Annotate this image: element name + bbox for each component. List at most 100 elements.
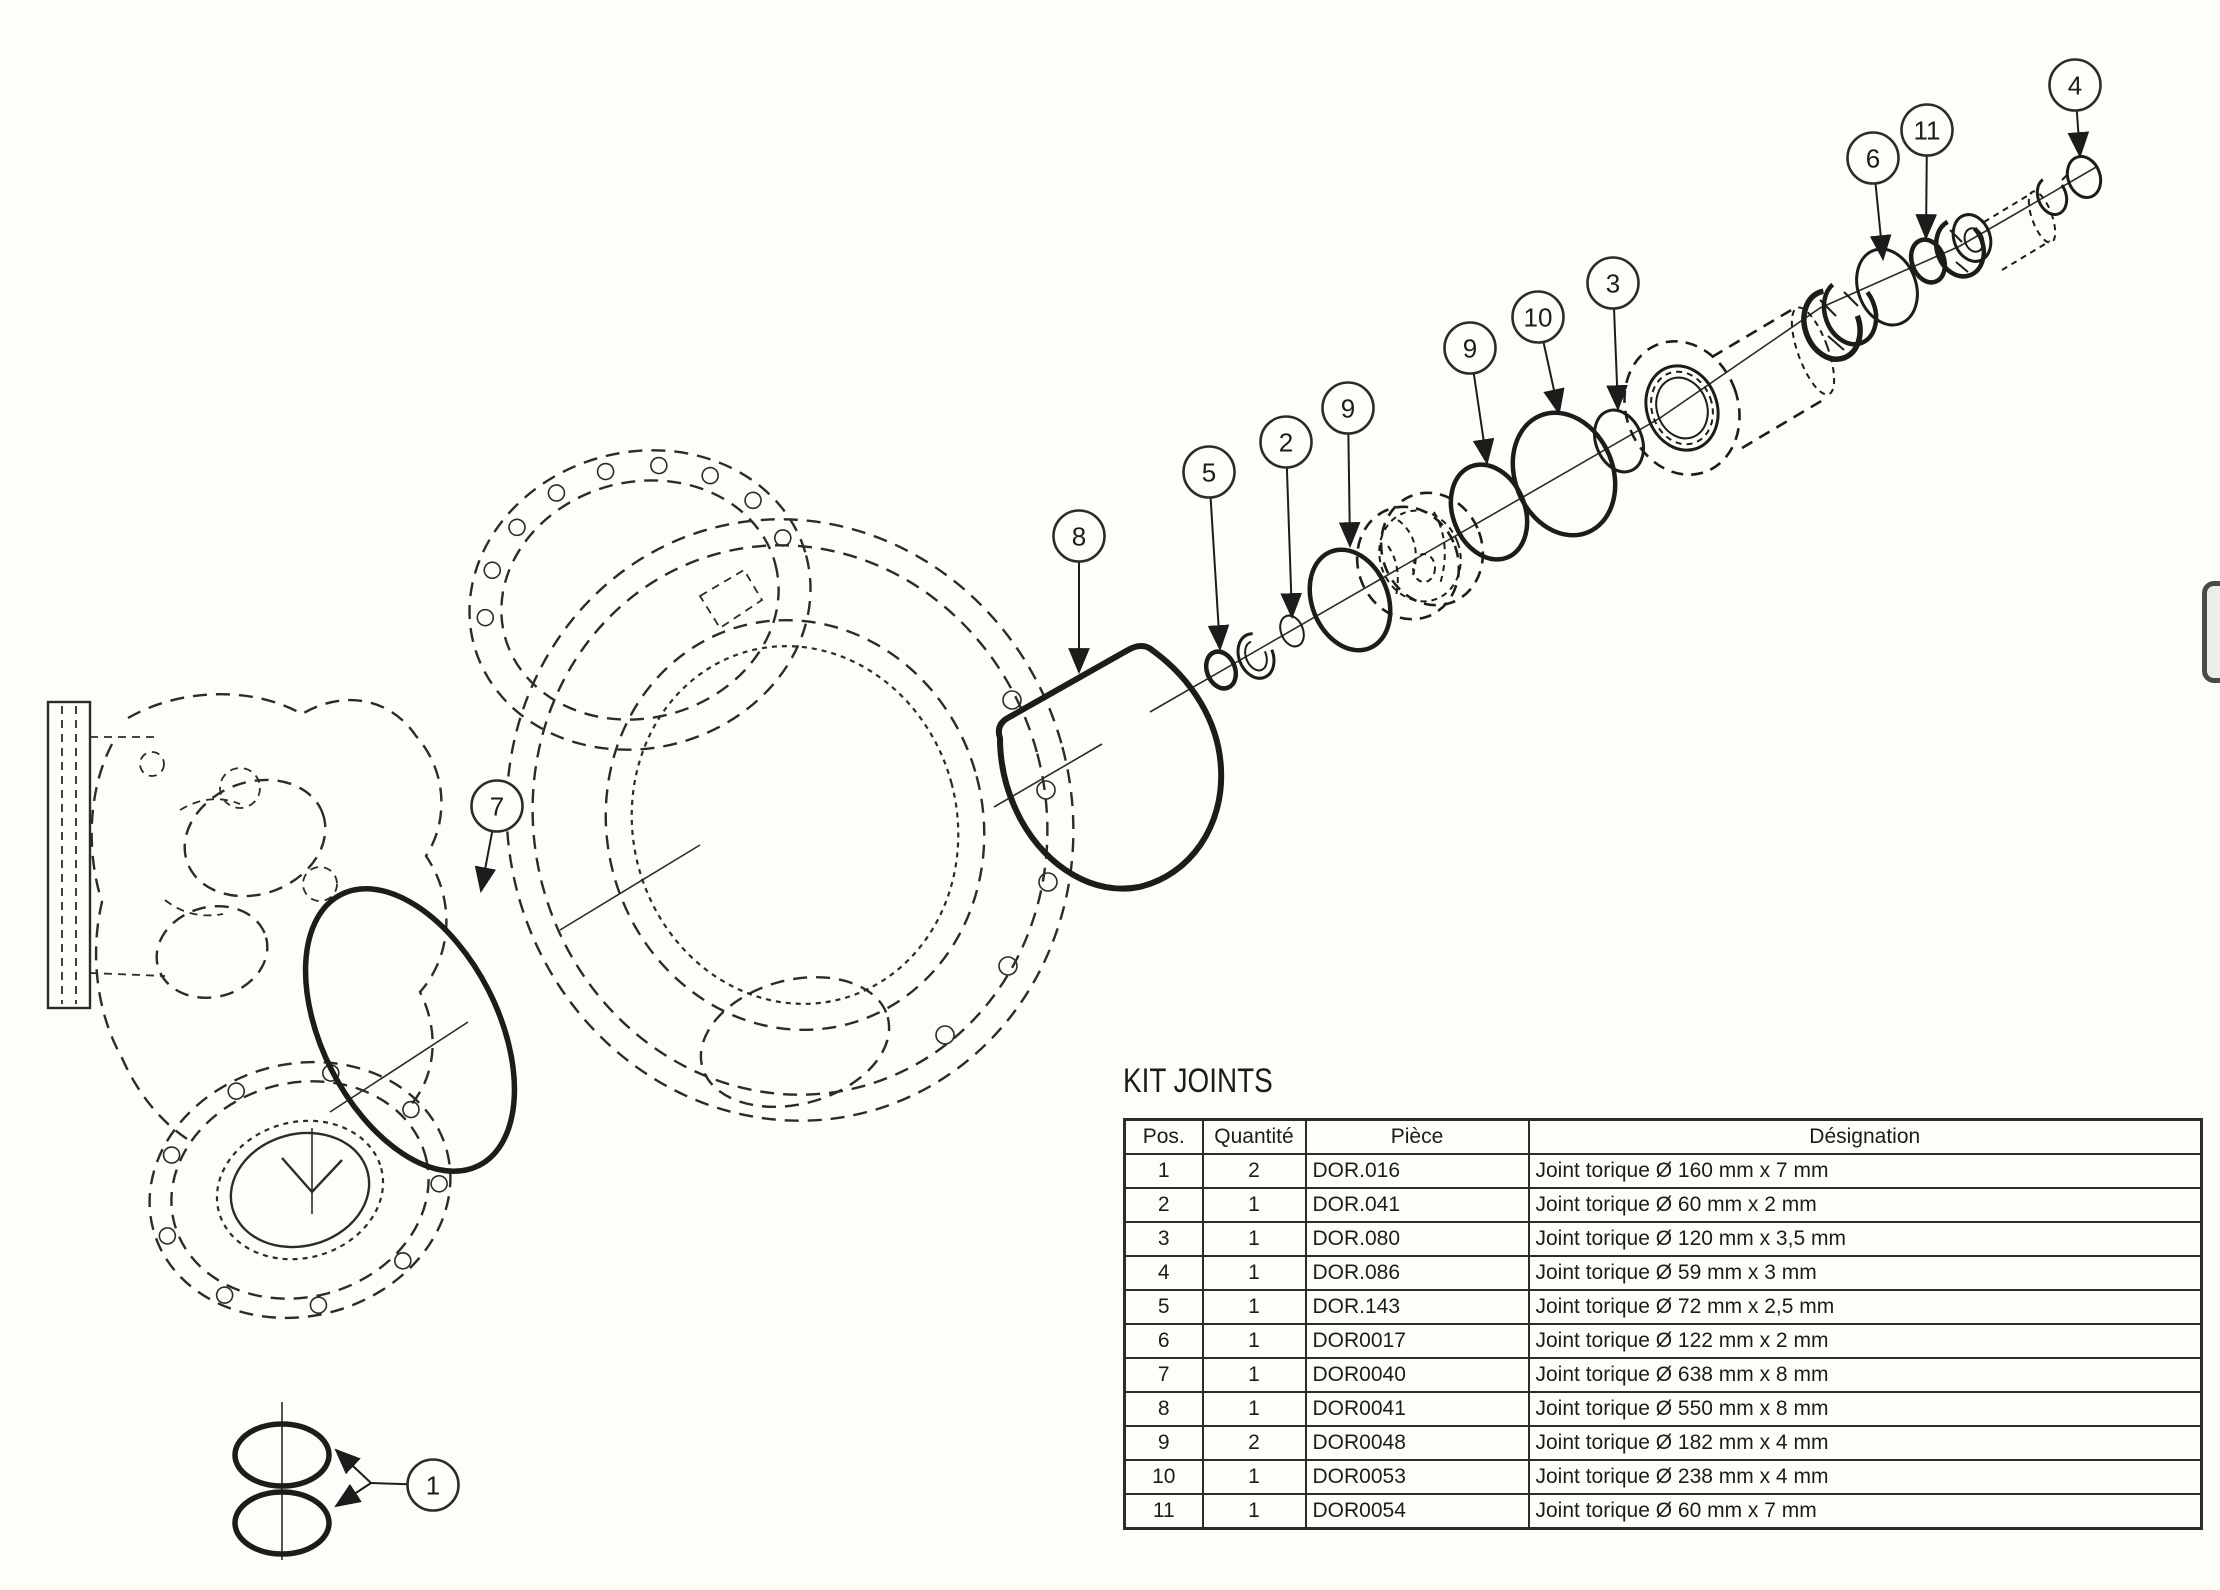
balloon-11: 11 (1900, 103, 1954, 157)
balloon-number: 7 (490, 792, 504, 822)
cell: 2 (1123, 1187, 1204, 1223)
balloon-5: 5 (1182, 445, 1236, 499)
balloon-6: 6 (1846, 131, 1900, 185)
cell: 7 (1123, 1357, 1204, 1393)
pump-casing (46, 693, 452, 1560)
balloon-number: 2 (1279, 428, 1293, 458)
cell: Joint torique Ø 59 mm x 3 mm (1527, 1255, 2203, 1291)
cell: Joint torique Ø 238 mm x 4 mm (1527, 1459, 2203, 1495)
cell: Joint torique Ø 60 mm x 7 mm (1527, 1493, 2203, 1530)
cell: 1 (1201, 1323, 1307, 1359)
balloon-number: 10 (1524, 303, 1553, 333)
balloon-9: 9 (1321, 381, 1375, 435)
cell: DOR0041 (1304, 1391, 1530, 1427)
balloon-number: 8 (1072, 522, 1086, 552)
balloon-9: 9 (1443, 321, 1497, 375)
cell: DOR.041 (1304, 1187, 1530, 1223)
cell: DOR0017 (1304, 1323, 1530, 1359)
cell: Joint torique Ø 638 mm x 8 mm (1527, 1357, 2203, 1393)
cell: DOR.080 (1304, 1221, 1530, 1257)
oring-1a (232, 1421, 332, 1489)
cell: 1 (1201, 1459, 1307, 1495)
cell: DOR.143 (1304, 1289, 1530, 1325)
cell: 1 (1201, 1493, 1307, 1530)
balloon-10: 10 (1511, 290, 1565, 344)
col-header: Pos. (1123, 1118, 1204, 1155)
balloon-2: 2 (1259, 415, 1313, 469)
cell: 2 (1201, 1425, 1307, 1461)
cell: 6 (1123, 1323, 1204, 1359)
cell: 3 (1123, 1221, 1204, 1257)
cell: DOR0048 (1304, 1425, 1530, 1461)
balloon-number: 11 (1914, 116, 1941, 146)
cell: 1 (1201, 1391, 1307, 1427)
cell: 1 (1201, 1357, 1307, 1393)
cell: Joint torique Ø 60 mm x 2 mm (1527, 1187, 2203, 1223)
balloon-number: 9 (1463, 334, 1477, 364)
balloon-1: 1 (406, 1458, 460, 1512)
cell: 9 (1123, 1425, 1204, 1461)
cell: Joint torique Ø 122 mm x 2 mm (1527, 1323, 2203, 1359)
oring-5 (1203, 649, 1239, 691)
oring-1b (232, 1489, 332, 1557)
balloon-8: 8 (1052, 509, 1106, 563)
cell: DOR0054 (1304, 1493, 1530, 1530)
cell: Joint torique Ø 72 mm x 2,5 mm (1527, 1289, 2203, 1325)
balloon-number: 5 (1202, 458, 1216, 488)
cell: 1 (1201, 1289, 1307, 1325)
balloon-number: 4 (2068, 71, 2082, 101)
balloon-3: 3 (1586, 256, 1640, 310)
cell: Joint torique Ø 550 mm x 8 mm (1527, 1391, 2203, 1427)
cell: DOR.086 (1304, 1255, 1530, 1291)
col-header: Quantité (1201, 1118, 1307, 1155)
cell: 11 (1123, 1493, 1204, 1530)
oring-9a (1307, 547, 1393, 653)
clip-ring (1236, 632, 1276, 680)
oring-3 (1593, 408, 1645, 474)
cell: 8 (1123, 1391, 1204, 1427)
cell: 4 (1123, 1255, 1204, 1291)
cell: Joint torique Ø 160 mm x 7 mm (1527, 1153, 2203, 1189)
oring-4 (2065, 155, 2103, 199)
balloon-number: 3 (1606, 269, 1620, 299)
cell: Joint torique Ø 120 mm x 3,5 mm (1527, 1221, 2203, 1257)
scroll-tab[interactable] (2202, 581, 2220, 683)
shaft-sleeve (1711, 304, 1836, 450)
balloon-number: 9 (1341, 394, 1355, 424)
cell: 1 (1123, 1153, 1204, 1189)
cell: 1 (1201, 1187, 1307, 1223)
cell: 2 (1201, 1153, 1307, 1189)
cell: DOR0040 (1304, 1357, 1530, 1393)
col-header: Pièce (1304, 1118, 1530, 1155)
cell: 1 (1201, 1255, 1307, 1291)
oring-11 (1908, 237, 1948, 285)
oring-9b (1448, 462, 1530, 562)
seal-seat (1933, 213, 1993, 279)
cell: Joint torique Ø 182 mm x 4 mm (1527, 1425, 2203, 1461)
kit-title: KIT JOINTS (1123, 1062, 1273, 1100)
balloon-number: 1 (426, 1471, 440, 1501)
oring-7 (302, 886, 518, 1174)
mechanical-seal (1801, 277, 1879, 362)
impeller (1355, 491, 1485, 621)
balloon-7: 7 (470, 779, 524, 833)
bell-housing (468, 449, 1075, 1122)
oring-10 (1510, 410, 1618, 538)
cell: 10 (1123, 1459, 1204, 1495)
balloon-number: 6 (1866, 144, 1880, 174)
